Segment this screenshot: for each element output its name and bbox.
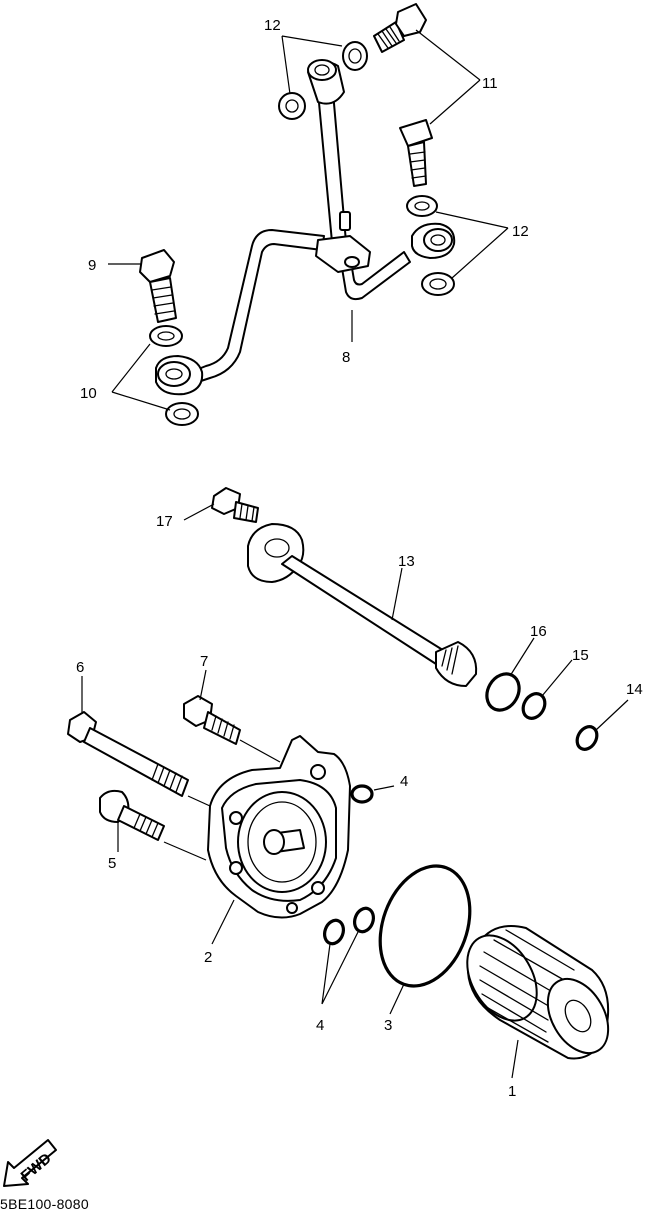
oil-delivery-pipe [155, 59, 456, 396]
callout-10: 10 [80, 385, 97, 402]
callout-2: 2 [204, 949, 212, 966]
o-ring-3 [378, 864, 472, 988]
union-bolt-mid [399, 119, 433, 187]
callout-1: 1 [508, 1083, 516, 1100]
callout-5: 5 [108, 855, 116, 872]
oil-filter-element [466, 925, 610, 1060]
diagram-code: 5BE100-8080 [0, 1196, 89, 1212]
oil-filter-housing [207, 735, 351, 919]
callout-14: 14 [626, 681, 643, 698]
union-bolt-top [373, 3, 427, 53]
o-rings-4 [322, 784, 376, 946]
bolt-7 [183, 695, 241, 745]
callout-3: 3 [384, 1017, 392, 1034]
callout-labels: 12 11 12 9 10 8 17 13 16 15 14 6 7 4 5 2… [76, 17, 643, 1100]
callout-12-right: 12 [512, 223, 529, 240]
fwd-arrow-icon: FWD [3, 1139, 57, 1187]
callout-8: 8 [342, 349, 350, 366]
o-rings-pipe [485, 672, 599, 751]
copper-washers [149, 41, 455, 426]
oil-pipe-13 [247, 523, 478, 687]
bolt-5 [99, 789, 165, 841]
callout-4-top: 4 [400, 773, 408, 790]
callout-17: 17 [156, 513, 173, 530]
callout-9: 9 [88, 257, 96, 274]
leader-lines [81, 29, 629, 1079]
callout-13: 13 [398, 553, 415, 570]
callout-4-bottom: 4 [316, 1017, 324, 1034]
callout-11: 11 [482, 75, 498, 92]
callout-6: 6 [76, 659, 84, 676]
callout-7: 7 [200, 653, 208, 670]
bolt-6 [67, 711, 189, 797]
union-bolt-left [139, 249, 177, 323]
bolt-17 [211, 487, 259, 523]
callout-16: 16 [530, 623, 547, 640]
callout-15: 15 [572, 647, 589, 664]
callout-12-top: 12 [264, 17, 281, 34]
